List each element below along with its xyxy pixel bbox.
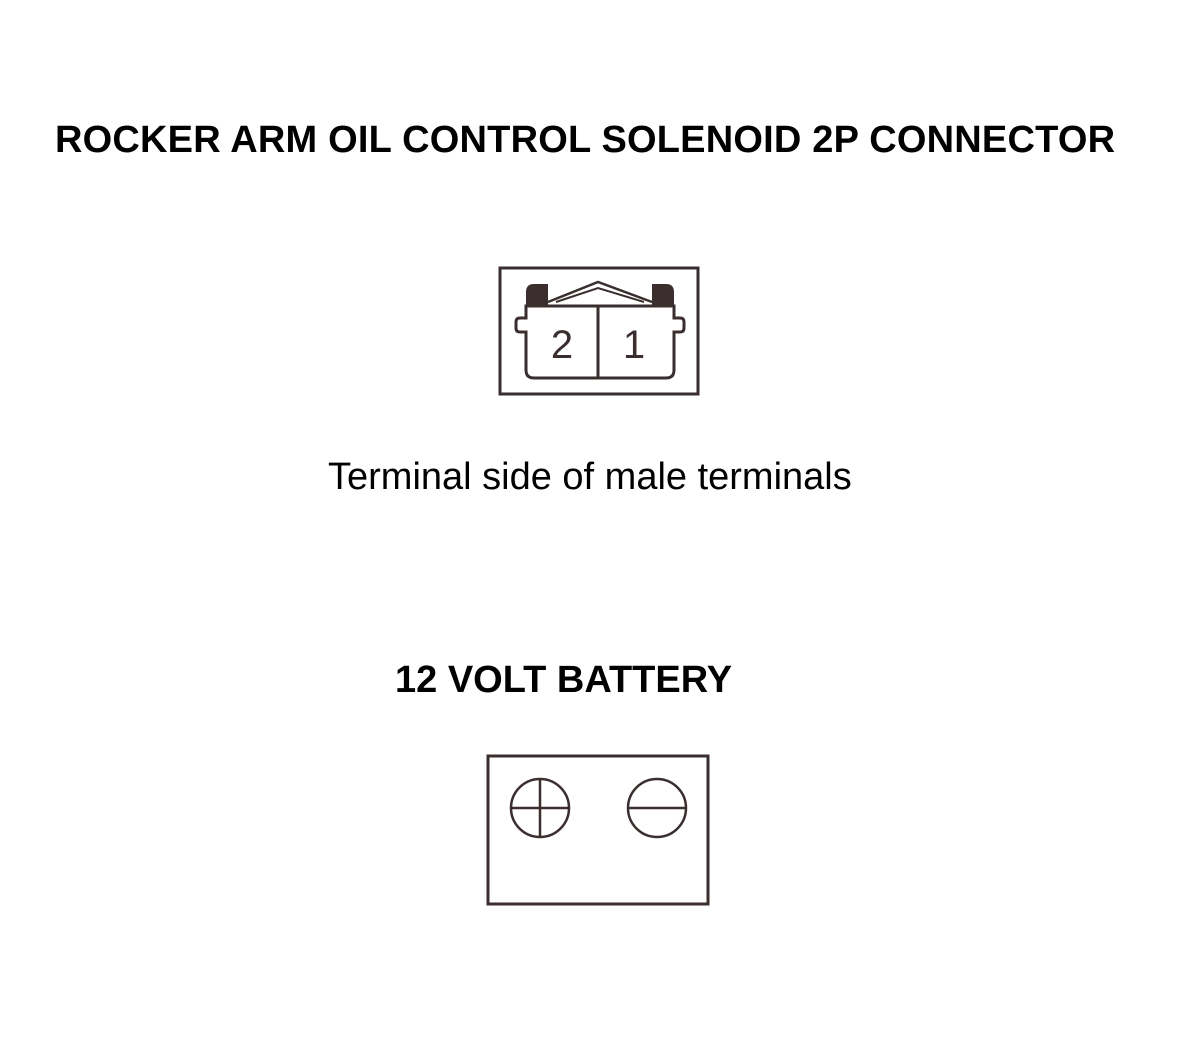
connector-frame xyxy=(498,266,700,396)
connector-lock-ramp xyxy=(547,280,653,304)
connector-pin-1-label: 1 xyxy=(623,323,645,367)
battery-body xyxy=(486,754,710,906)
connector-left-latch xyxy=(526,284,548,306)
battery-title: 12 VOLT BATTERY xyxy=(395,659,733,701)
connector-title: ROCKER ARM OIL CONTROL SOLENOID 2P CONNE… xyxy=(55,119,1116,161)
connector-housing xyxy=(514,304,686,380)
minus-circle-icon xyxy=(626,777,688,839)
connector-pin-2-label: 2 xyxy=(551,323,573,367)
connector-diagram: 2 1 xyxy=(498,266,700,396)
battery-diagram xyxy=(486,754,710,906)
connector-lock-ramp-inner xyxy=(555,286,645,303)
plus-circle-icon xyxy=(509,777,571,839)
connector-right-latch xyxy=(652,284,674,306)
connector-caption: Terminal side of male terminals xyxy=(328,456,852,498)
